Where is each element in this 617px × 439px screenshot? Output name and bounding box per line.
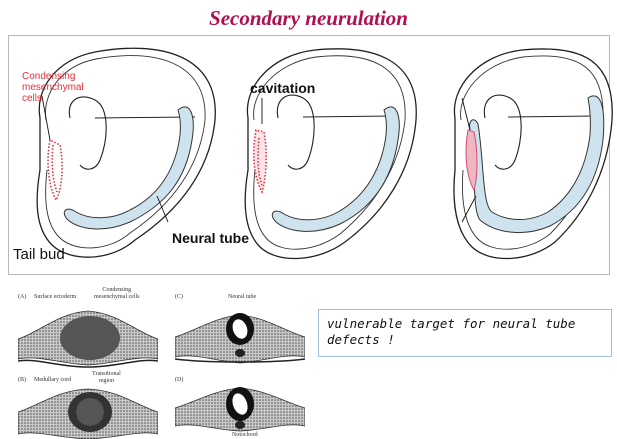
section-d-image <box>175 384 305 432</box>
embryo-3 <box>454 49 612 259</box>
condensing-label-line-3: cells <box>22 93 84 104</box>
section-c-image <box>175 303 305 367</box>
section-b-medullary-label: Medullary cord <box>34 377 71 384</box>
section-b-transitional-label: Transitional region <box>92 371 121 385</box>
section-a-condensing-line-2: mesenchymal cells <box>94 294 139 301</box>
cavitation-label: cavitation <box>250 80 315 96</box>
section-b-image <box>18 386 158 439</box>
condensing-label-line-1: Condensing <box>22 71 84 82</box>
neural-tube-label: Neural tube <box>172 230 249 246</box>
section-a-condensing-label: Condensing mesenchymal cells <box>94 287 139 301</box>
callout-line-2: defects ! <box>327 332 605 348</box>
section-b-transitional-line-1: Transitional <box>92 371 121 378</box>
callout-line-1: vulnerable target for neural tube <box>327 316 605 332</box>
section-b-letter: (B) <box>18 377 26 384</box>
section-c-neural-tube-label: Neural tube <box>228 294 256 301</box>
section-a-letter: (A) <box>18 294 26 301</box>
section-d-letter: (D) <box>175 377 183 384</box>
tail-bud-label: Tail bud <box>13 246 65 263</box>
section-c-letter: (C) <box>175 294 183 301</box>
section-b-transitional-line-2: region <box>92 378 121 385</box>
condensing-label: Condensing mesenchymal cells <box>22 71 84 104</box>
callout-box: vulnerable target for neural tube defect… <box>318 309 612 357</box>
condensing-label-line-2: mesenchymal <box>22 82 84 93</box>
callout-text: vulnerable target for neural tube defect… <box>327 316 605 348</box>
section-a-surface-label: Surface ectoderm <box>34 294 76 301</box>
section-d-notochord-label: Notochord <box>232 432 258 439</box>
section-a-condensing-line-1: Condensing <box>94 287 139 294</box>
section-a-image <box>18 303 158 369</box>
